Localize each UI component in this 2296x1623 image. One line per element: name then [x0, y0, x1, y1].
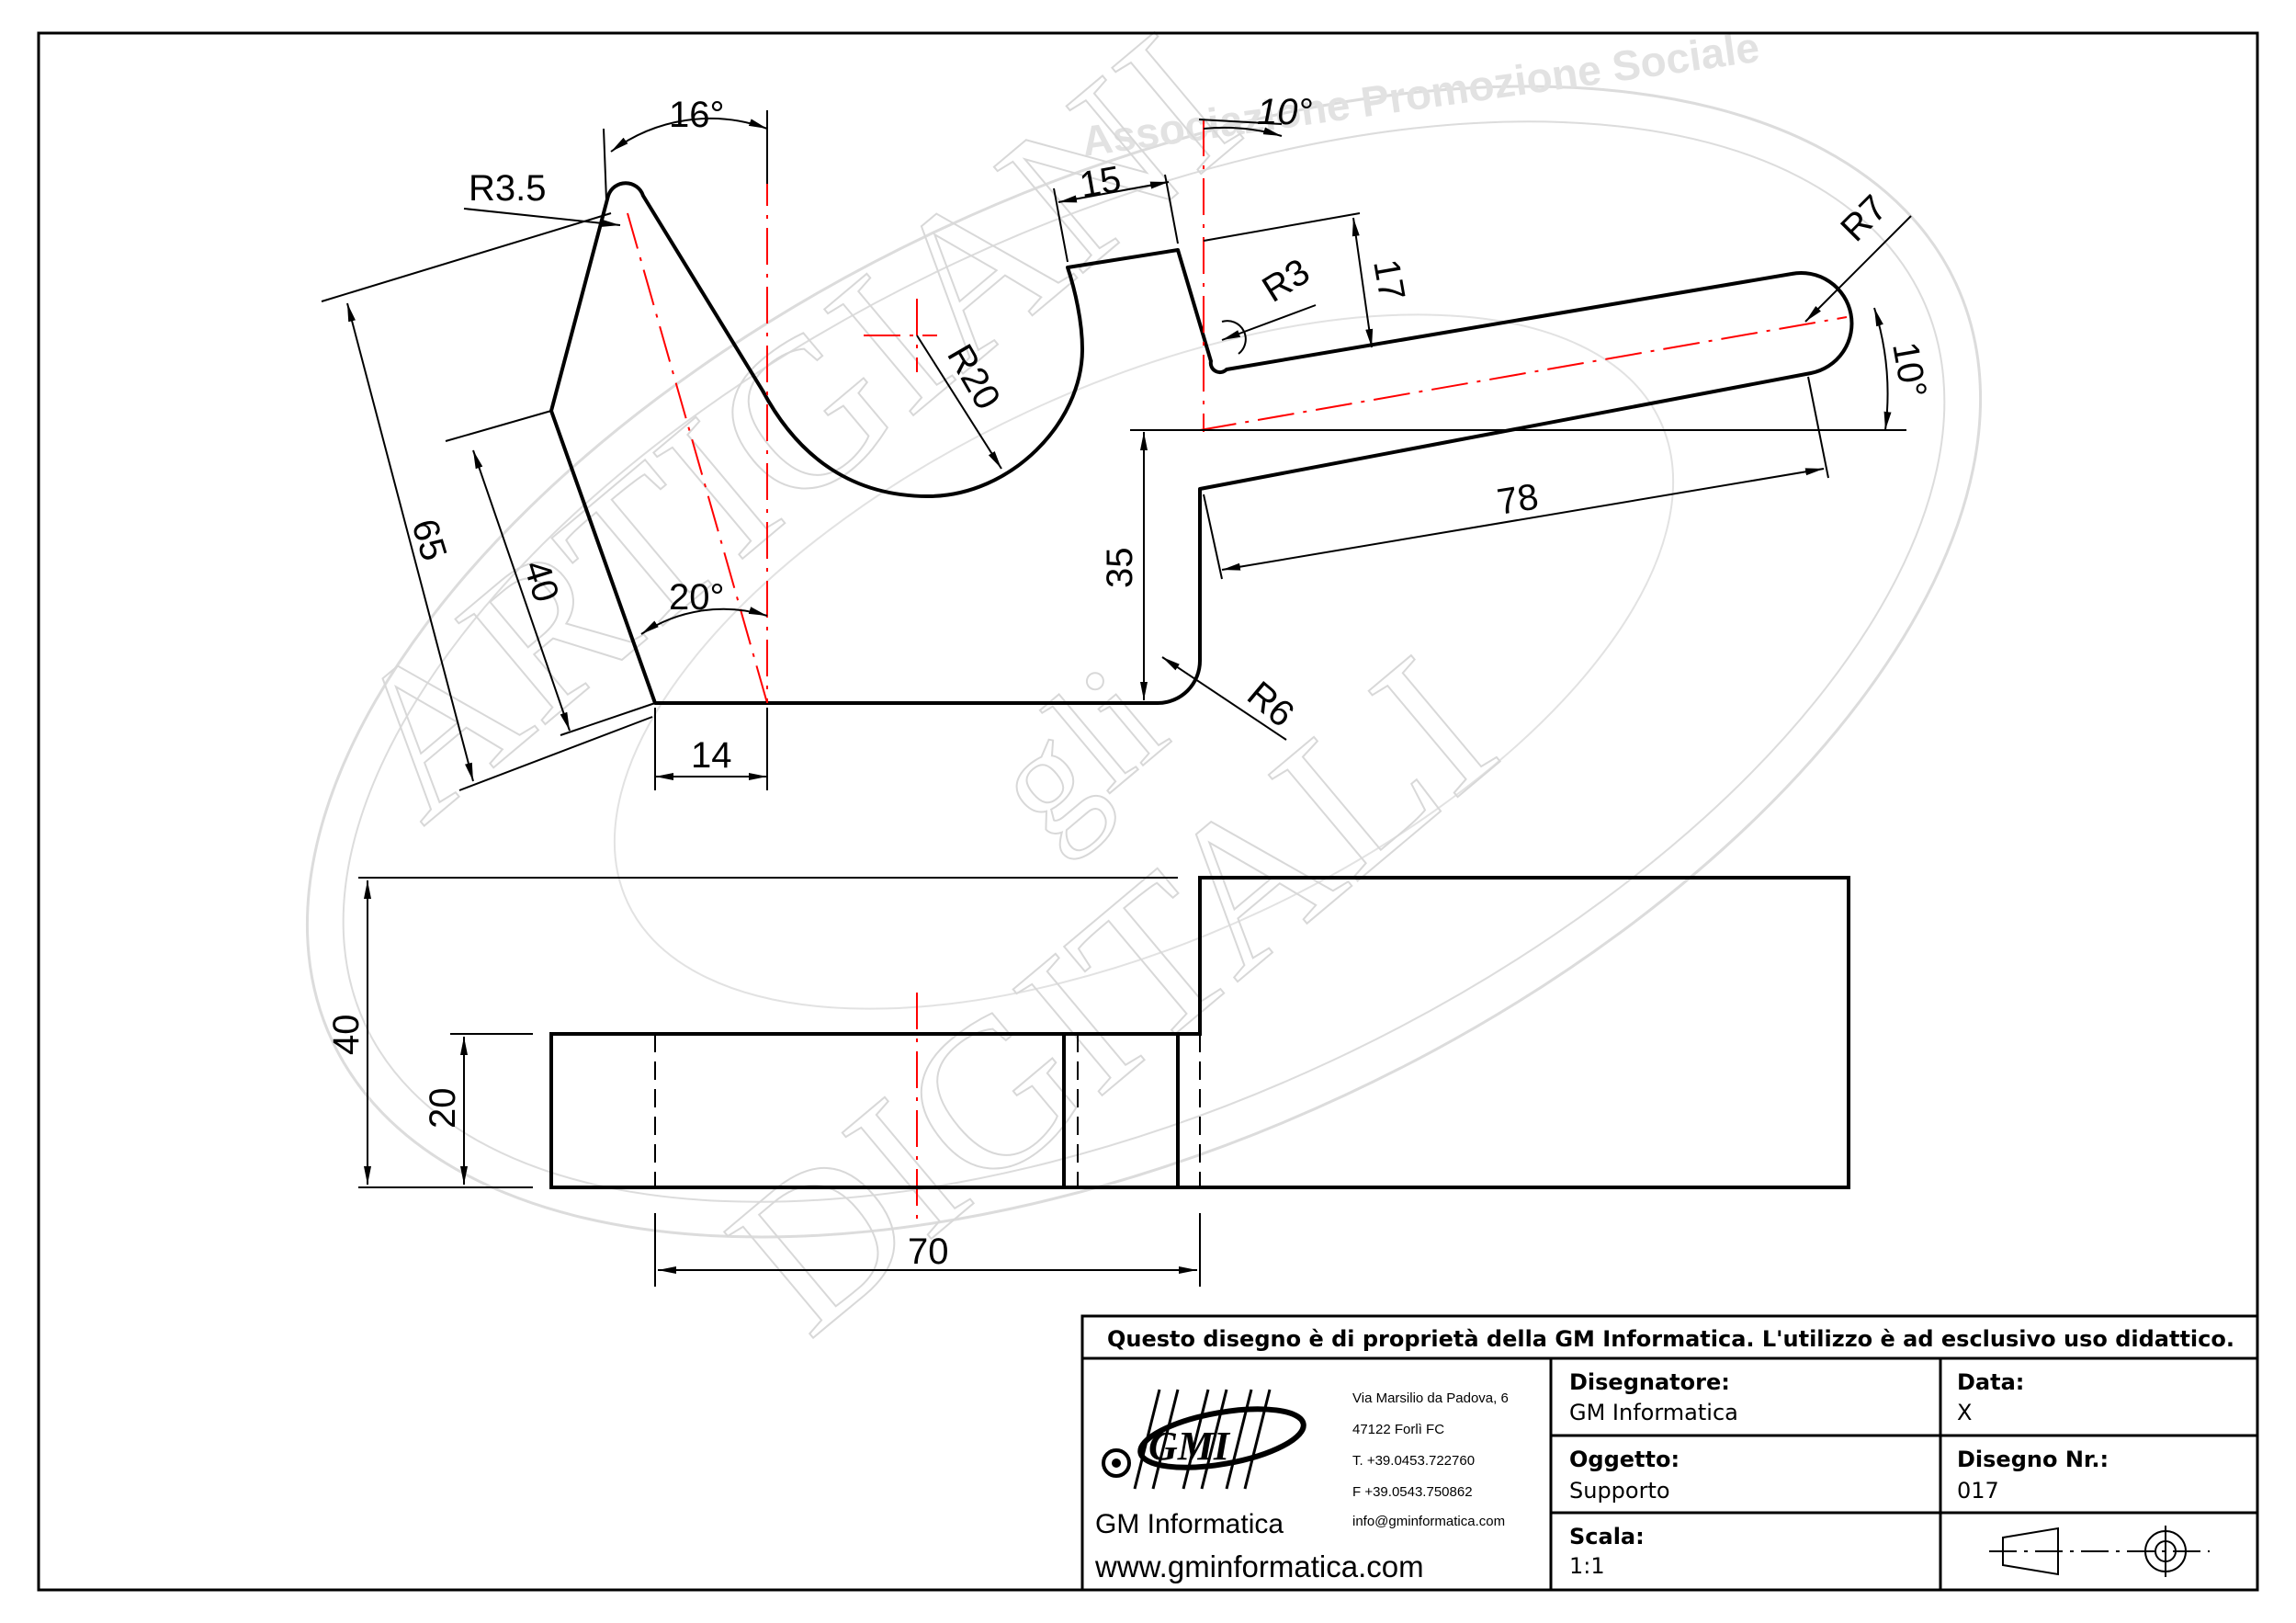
drawing-number-value: 017 [1957, 1478, 1999, 1504]
designer-label: Disegnatore: [1569, 1369, 1730, 1395]
dimension-lines-front [358, 877, 1201, 1287]
title-block-fields: Disegnatore: GM Informatica Data: X Ogge… [1569, 1369, 2109, 1579]
phone: T. +39.0453.722760 [1352, 1453, 1475, 1469]
dim-15: 15 [1077, 159, 1124, 206]
dim-65: 65 [403, 515, 454, 565]
dimension-texts-front: 40 20 70 [326, 1015, 949, 1273]
hidden-lines [654, 1034, 1201, 1187]
company-name: GM Informatica [1095, 1509, 1284, 1539]
object-label: Oggetto: [1569, 1447, 1680, 1472]
designer-value: GM Informatica [1569, 1400, 1738, 1425]
dim-front-40: 40 [326, 1015, 367, 1056]
front-outline [549, 876, 1850, 1189]
logo-text: GMI [1148, 1424, 1231, 1469]
part-top-view [549, 181, 1854, 705]
dim-front-20: 20 [423, 1088, 463, 1129]
drawing-number-label: Disegno Nr.: [1957, 1447, 2109, 1472]
address-line-1: Via Marsilio da Padova, 6 [1352, 1390, 1509, 1406]
dim-front-70: 70 [908, 1231, 949, 1272]
dim-angle-20: 20° [669, 577, 725, 618]
dim-radius-tip: R3.5 [469, 168, 547, 209]
title-block [1080, 1314, 2259, 1592]
fax: F +39.0543.750862 [1352, 1484, 1473, 1500]
dimension-lines-top [321, 110, 1912, 791]
company-logo: GMI [1102, 1389, 1306, 1490]
scale-value: 1:1 [1569, 1553, 1605, 1579]
date-label: Data: [1957, 1369, 2024, 1395]
projection-symbol-icon [1989, 1526, 2210, 1577]
object-value: Supporto [1569, 1478, 1670, 1504]
email: info@gminformatica.com [1352, 1514, 1505, 1529]
dim-17: 17 [1365, 256, 1412, 303]
dim-angle-10-arm: 10° [1884, 339, 1934, 401]
scale-label: Scala: [1569, 1524, 1645, 1549]
ownership-notice: Questo disegno è di proprietà della GM I… [1107, 1326, 2234, 1352]
date-value: X [1957, 1400, 1972, 1425]
dim-78: 78 [1495, 476, 1542, 522]
dim-14: 14 [691, 735, 732, 776]
part-outline [549, 181, 1854, 705]
dim-angle-16: 16° [669, 95, 725, 135]
dim-angle-10-top: 10° [1257, 92, 1313, 132]
part-front-view [549, 876, 1850, 1189]
address-line-2: 47122 Forlì FC [1352, 1422, 1444, 1437]
dim-r3: R3 [1255, 251, 1317, 310]
dim-35: 35 [1100, 548, 1140, 589]
arm-axis [1199, 316, 1848, 431]
company-website[interactable]: www.gminformatica.com [1094, 1549, 1424, 1583]
company-address: Via Marsilio da Padova, 6 47122 Forlì FC… [1352, 1390, 1509, 1529]
